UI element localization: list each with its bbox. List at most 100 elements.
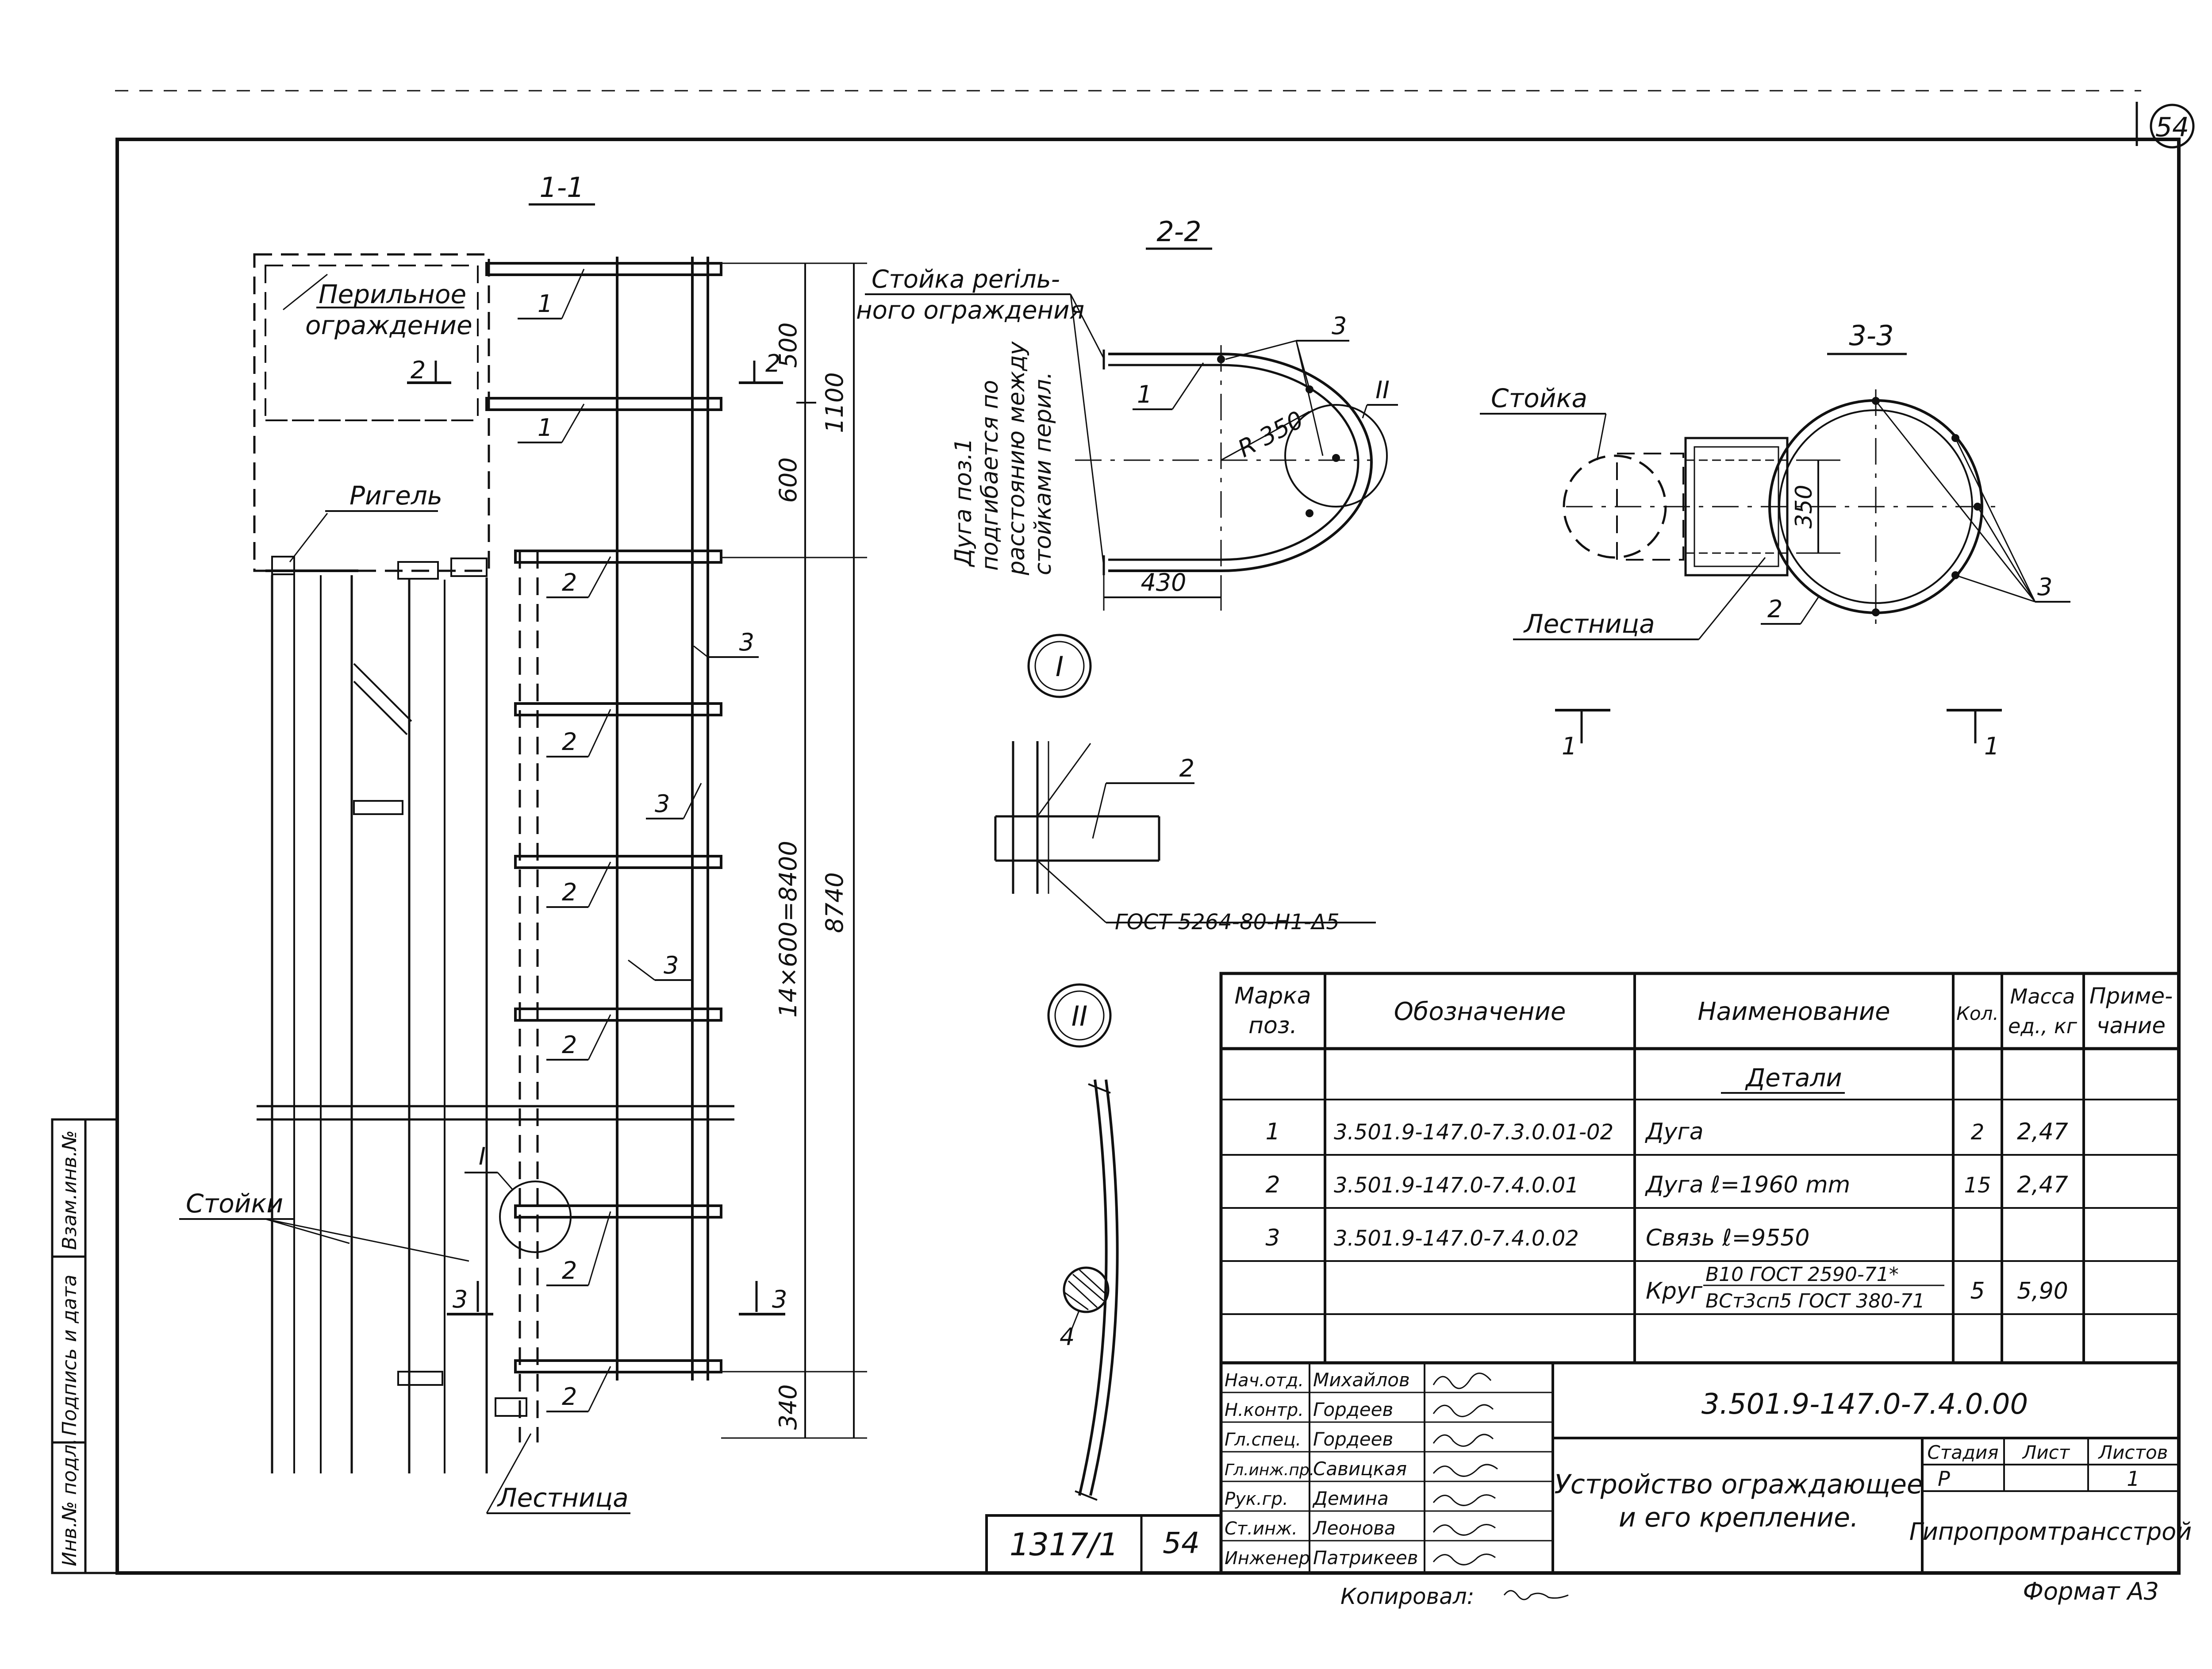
railing-post-label-2: ного ограждения [856, 296, 1084, 325]
node-1-callout: I [465, 1142, 572, 1253]
node-2-marker: II [1375, 376, 1390, 404]
table-row-krug: Круг В10 ГОСТ 2590-71* ВСт3сп5 ГОСТ 380-… [1646, 1263, 2068, 1312]
staff-name: Гордеев [1313, 1399, 1393, 1420]
rigel-beam [265, 556, 488, 580]
section-3-3: 3-3 350 3 2 Стойка Лестница [1480, 319, 2070, 760]
svg-text:1: 1 [1265, 1119, 1280, 1145]
section-2-2: 2-2 R 350 430 1 3 II Стойка periль- ного [856, 215, 1398, 611]
cage-bars [616, 257, 709, 1381]
table-row: 3 3.501.9-147.0-7.4.0.02 Связь ℓ=9550 [1265, 1225, 1809, 1251]
header-name: Наименование [1697, 997, 1890, 1026]
arc-note-line-3: расстоянию между [1003, 341, 1030, 576]
railing-post-label-1: Стойка periль- [872, 265, 1060, 294]
section-1-1-title: 1-1 [539, 171, 584, 204]
staff-name: Патрикеев [1313, 1547, 1418, 1569]
svg-text:В10 ГОСТ 2590-71*: В10 ГОСТ 2590-71* [1705, 1263, 1899, 1286]
hoops-pos2 [514, 550, 722, 1373]
pos-label-2d: 2 [562, 1031, 577, 1059]
dim-600: 600 [774, 457, 802, 503]
pos-label-3b: 3 [655, 790, 670, 818]
svg-text:ВСт3сп5 ГОСТ 380-71: ВСт3сп5 ГОСТ 380-71 [1705, 1290, 1925, 1312]
sheet-number: 54 [2155, 112, 2189, 143]
sheets-label: Листов [2098, 1442, 2168, 1463]
svg-text:2,47: 2,47 [2017, 1119, 2068, 1145]
arc-note: Дуга поз.1 подгибается по расстоянию меж… [950, 341, 1056, 576]
dim-14x600: 14×600=8400 [774, 841, 802, 1018]
node-2-title: II [1071, 1000, 1088, 1032]
svg-text:5,90: 5,90 [2017, 1278, 2068, 1304]
staff-name: Савицкая [1313, 1458, 1407, 1480]
stage-label: Стадия [1927, 1442, 1998, 1463]
doc-title-2: и его крепление. [1619, 1502, 1859, 1533]
dim-500: 500 [774, 322, 802, 368]
signatures [1432, 1373, 1498, 1565]
pos-label-3c: 3 [664, 951, 679, 979]
pos-label-2a: 2 [562, 569, 577, 596]
section-3-3-title: 3-3 [1849, 319, 1893, 352]
dim-350: 350 [1791, 485, 1817, 528]
node-1-marker: I [479, 1142, 486, 1170]
railing-label-1: Перильное [319, 279, 466, 309]
staff-role: Инженер [1225, 1548, 1310, 1569]
copied-label: Копировал: [1340, 1584, 1475, 1609]
dim-1100: 1100 [821, 372, 849, 433]
pos-label-2f: 2 [562, 1383, 577, 1411]
sheet-number-badge: 54 [2135, 102, 2195, 149]
header-mark-1: Марка [1234, 983, 1311, 1009]
staff-role: Гл.спец. [1225, 1430, 1301, 1450]
post-label: Стойка [1491, 383, 1587, 413]
stamp-sheet: 54 [1163, 1526, 1200, 1560]
dim-r350: R 350 [1233, 405, 1308, 463]
side-strip: Инв.№ подл. Подпись и дата Взам.инв.№ [51, 1118, 119, 1574]
table-row: 1 3.501.9-147.0-7.3.0.01-02 Дуга 2 2,47 [1265, 1119, 2068, 1145]
pos-label-2g: 2 [1767, 595, 1782, 623]
section-1-1: 1-1 [179, 171, 867, 1514]
format-label: Формат А3 [2023, 1577, 2159, 1605]
doc-code: 3.501.9-147.0-7.4.0.00 [1701, 1388, 2028, 1421]
staff-name: Гордеев [1313, 1428, 1393, 1450]
svg-text:15: 15 [1964, 1173, 1991, 1198]
header-designation: Обозначение [1394, 997, 1566, 1026]
cut-3-left: 3 [453, 1285, 468, 1313]
pos-label-2c: 2 [562, 878, 577, 906]
svg-text:2: 2 [1265, 1172, 1280, 1198]
staff-role: Н.контр. [1225, 1400, 1304, 1420]
pos-label-3a: 3 [739, 628, 754, 656]
cut-2-left: 2 [411, 356, 426, 384]
svg-text:2: 2 [1971, 1120, 1985, 1145]
svg-text:3.501.9-147.0-7.3.0.01-02: 3.501.9-147.0-7.3.0.01-02 [1334, 1120, 1613, 1145]
ladder-label-2: Лестница [1523, 609, 1655, 639]
svg-text:2,47: 2,47 [2017, 1172, 2068, 1198]
pos-label-2b: 2 [562, 728, 577, 756]
section-2-2-title: 2-2 [1156, 215, 1201, 248]
hoops-pos1 [485, 262, 722, 411]
copied-signature [1503, 1590, 1569, 1600]
position-leaders-1-1: 1 1 2 2 2 2 2 2 3 [518, 269, 759, 1412]
sheets-value: 1 [2127, 1467, 2139, 1491]
doc-title-1: Устройство ограждающее [1554, 1469, 1923, 1500]
section-cut-marks-3-3: 1 1 [1555, 709, 2002, 760]
posts [271, 575, 527, 1473]
cut-1-left: 1 [1562, 732, 1577, 760]
dimensions-1-1: 500 600 1100 14×600=8400 8740 340 [721, 262, 867, 1439]
archive-stamp: 1317/1 54 [985, 1514, 1222, 1574]
node-1-title: I [1056, 650, 1064, 683]
svg-text:Дуга ℓ=1960 mm: Дуга ℓ=1960 mm [1645, 1172, 1850, 1198]
dim-430: 430 [1141, 569, 1186, 596]
header-note-1: Приме- [2089, 983, 2173, 1009]
staff-rows: Нач.отд. Михайлов Н.контр. Гордеев Гл.сп… [1221, 1369, 1553, 1569]
side-inv-label: Инв.№ подл. [58, 1438, 81, 1566]
cut-3-right: 3 [772, 1285, 787, 1313]
hoop-arc-pos1 [1108, 353, 1373, 572]
pos-label-2e: 2 [562, 1257, 577, 1284]
staff-name: Леонова [1312, 1517, 1396, 1539]
header-mark-2: поз. [1248, 1012, 1297, 1039]
table-row: 2 3.501.9-147.0-7.4.0.01 Дуга ℓ=1960 mm … [1265, 1172, 2068, 1198]
ladder-label: Лестница [497, 1483, 629, 1513]
pos-label-1c: 1 [1137, 381, 1152, 408]
header-qty: Кол. [1956, 1003, 1999, 1024]
arc-note-line-4: стойками перил. [1030, 372, 1056, 575]
node-2-callout [1284, 404, 1388, 508]
svg-text:Связь ℓ=9550: Связь ℓ=9550 [1646, 1225, 1809, 1251]
spec-table: Марка поз. Обозначение Наименование Кол.… [1219, 972, 2181, 1365]
